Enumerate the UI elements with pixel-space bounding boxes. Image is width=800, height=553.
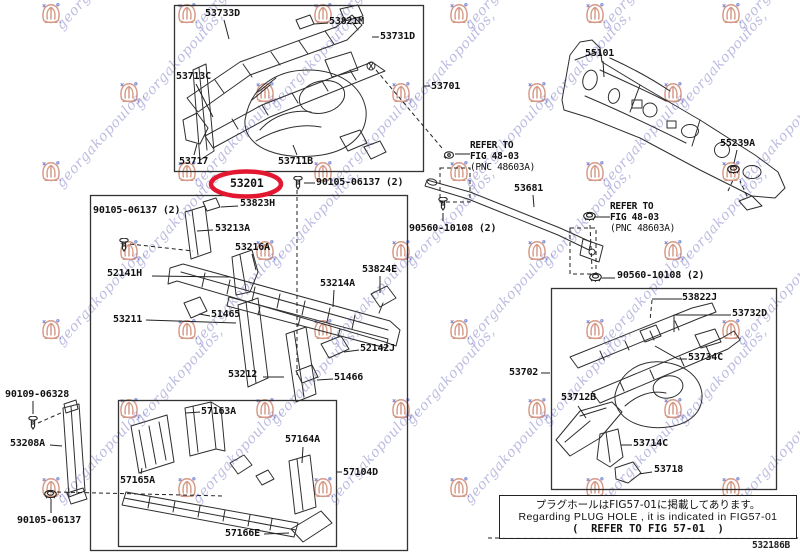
- part-label-53718: 53718: [654, 464, 684, 475]
- refer-note-fig48-mid: REFER TO FIG 48-03 (PNC 48603A): [610, 201, 675, 234]
- part-label-53711B: 53711B: [278, 156, 313, 167]
- fastener-label-90105-06137-left: 90105-06137 (2): [93, 205, 181, 216]
- note-english-text: Regarding PLUG HOLE , it is indicated in…: [518, 511, 778, 523]
- part-label-55239A: 55239A: [720, 138, 755, 149]
- part-label-53712B: 53712B: [561, 392, 596, 403]
- bolt-icon: [294, 176, 302, 189]
- part-label-53681: 53681: [514, 183, 544, 194]
- part-label-53714C: 53714C: [633, 438, 668, 449]
- refer-note-fig48-top: REFER TO FIG 48-03 (PNC 48603A): [470, 140, 535, 173]
- dashed-leader-lines: [37, 69, 748, 497]
- detail-box-fender-apron-lh: [173, 4, 425, 173]
- part-label-53734C: 53734C: [688, 352, 723, 363]
- drawing-cowl-brace: [424, 178, 604, 263]
- part-label-53701: 53701: [431, 81, 461, 92]
- part-label-53732D: 53732D: [732, 308, 767, 319]
- note-refer-text: ( REFER TO FIG 57-01 ): [572, 523, 724, 535]
- nut-icon: [590, 273, 602, 281]
- part-label-51466: 51466: [334, 372, 364, 383]
- part-label-55101: 55101: [585, 48, 615, 59]
- plug-hole-note-box: プラグホールはFIG57-01に掲載してあります。 Regarding PLUG…: [499, 495, 797, 539]
- part-label-53823H: 53823H: [240, 198, 275, 209]
- drawing-fender-apron-rh: [555, 302, 741, 484]
- part-label-53212: 53212: [228, 369, 258, 380]
- refer-note-line: FIG 48-03: [470, 151, 519, 162]
- part-label-53208A: 53208A: [10, 438, 45, 449]
- drawing-radiator-support: [167, 197, 401, 403]
- leader-lines: [32, 19, 738, 535]
- part-label-53713C: 53713C: [176, 71, 211, 82]
- part-label-53702: 53702: [509, 367, 539, 378]
- part-label-53731D: 53731D: [380, 31, 415, 42]
- bolt-icon: [120, 238, 128, 251]
- refer-note-pnc: (PNC 48603A): [610, 223, 676, 234]
- part-label-57165A: 57165A: [120, 475, 155, 486]
- part-label-53717: 53717: [179, 156, 209, 167]
- part-label-52142J: 52142J: [360, 343, 395, 354]
- nut-icon: [728, 165, 740, 173]
- part-label-53733D: 53733D: [205, 8, 240, 19]
- fastener-label-90560-10108-b: 90560-10108 (2): [617, 270, 705, 281]
- part-label-53214A: 53214A: [320, 278, 355, 289]
- fastener-label-90105-06137-bottom: 90105-06137: [17, 515, 82, 526]
- highlight-oval-53201: [208, 169, 284, 199]
- part-label-51465: 51465: [211, 309, 241, 320]
- part-label-53824E: 53824E: [362, 264, 397, 275]
- part-label-53211: 53211: [113, 314, 143, 325]
- refer-note-line: REFER TO: [610, 201, 654, 212]
- fastener-label-90109-06328: 90109-06328: [5, 389, 70, 400]
- figure-code: 532186B: [752, 540, 790, 551]
- part-label-53216A: 53216A: [235, 242, 270, 253]
- bolt-icon: [29, 416, 37, 429]
- part-label-53213A: 53213A: [215, 223, 250, 234]
- part-label-57166E: 57166E: [225, 528, 260, 539]
- note-japanese-text: プラグホールはFIG57-01に掲載してあります。: [535, 499, 761, 511]
- drawing-fender-apron-lh: [182, 4, 387, 161]
- detail-box-fender-apron-rh: [550, 287, 778, 491]
- refer-note-line: REFER TO: [470, 140, 514, 151]
- fastener-label-90105-06137-top: 90105-06137 (2): [316, 177, 404, 188]
- detail-box-front-crossmember: [117, 399, 338, 548]
- part-label-52141H: 52141H: [107, 268, 142, 279]
- part-label-57164A: 57164A: [285, 434, 320, 445]
- drawing-radiator-support-side-brace: [62, 399, 88, 505]
- nut-icon: [584, 212, 596, 220]
- drawing-front-crossmember: [121, 401, 333, 543]
- clip-icon: [444, 152, 454, 159]
- bolt-icon: [439, 197, 447, 210]
- refer-note-line: FIG 48-03: [610, 212, 659, 223]
- part-label-53822J: 53822J: [682, 292, 717, 303]
- fastener-label-90560-10108-a: 90560-10108 (2): [409, 223, 497, 234]
- part-label-53821M: 53821M: [329, 16, 364, 27]
- part-label-57163A: 57163A: [201, 406, 236, 417]
- part-label-57104D: 57104D: [343, 467, 378, 478]
- part-label-53201-highlighted: 53201: [230, 176, 264, 190]
- refer-note-pnc: (PNC 48603A): [470, 162, 536, 173]
- drawing-dash-panel: [561, 39, 786, 211]
- nut-icon: [45, 490, 57, 498]
